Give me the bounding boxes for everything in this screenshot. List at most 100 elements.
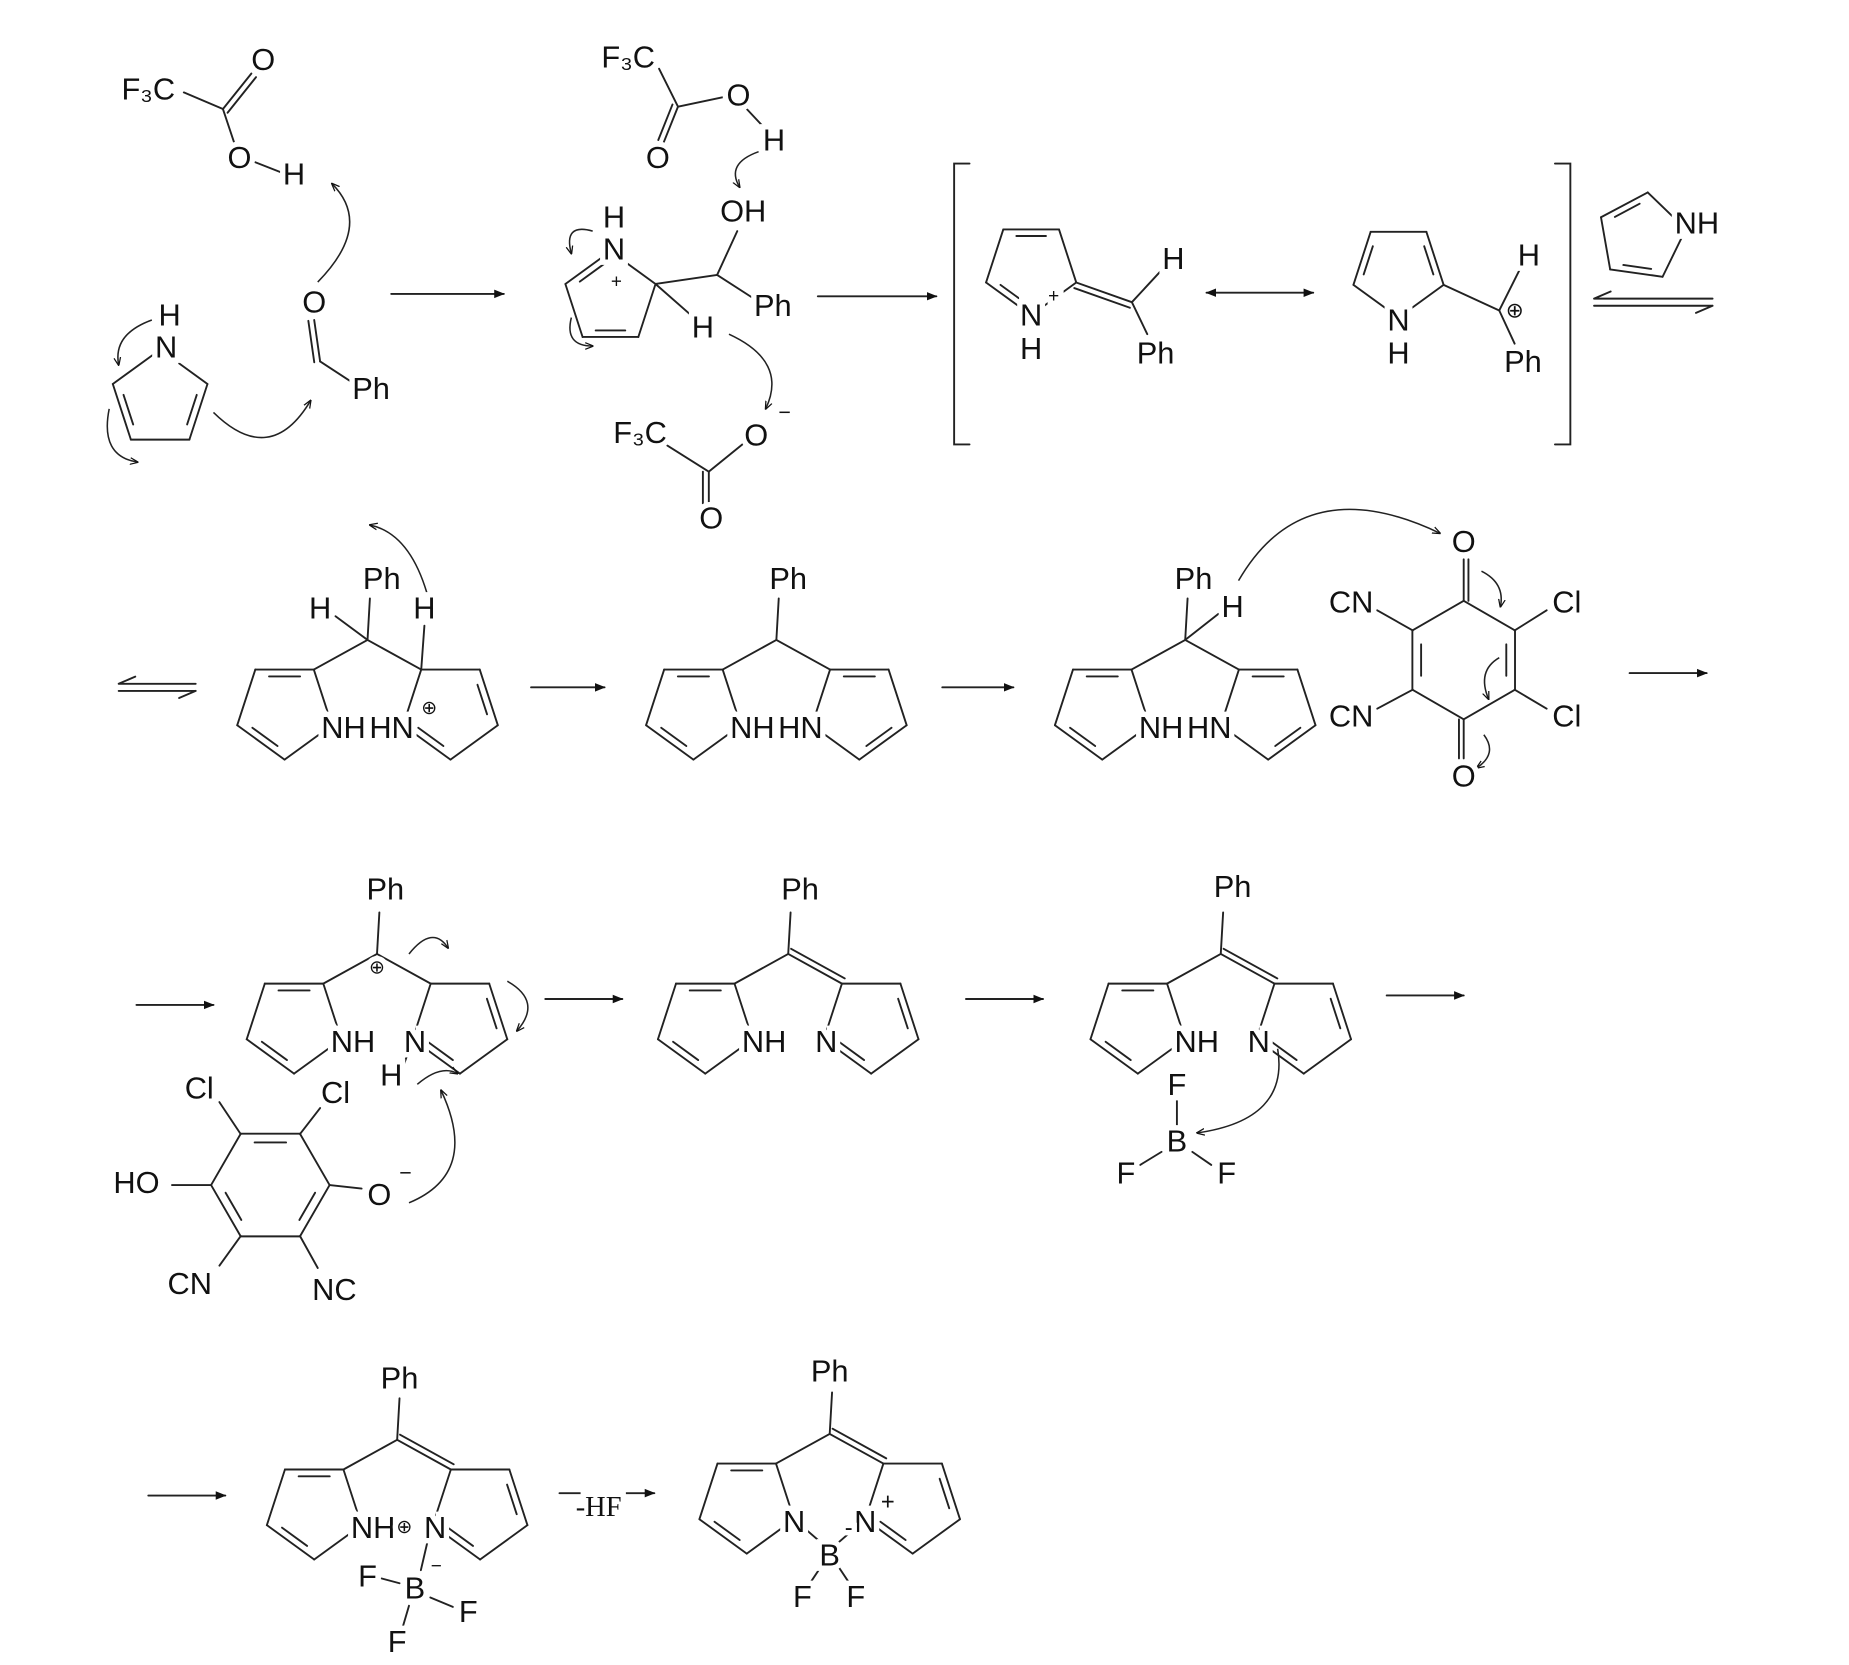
left-bracket [953,162,971,446]
phenyl-bond [396,1397,401,1441]
atom-label: Cl [1552,585,1581,620]
bond [1139,1150,1163,1166]
bond [1191,1150,1213,1166]
ring-bond [265,1468,286,1527]
ring-bond [1462,688,1516,721]
curved-electron-arrow [106,408,137,462]
bond [658,67,679,108]
ring-bond [985,228,1005,284]
atom-label: ⊕ [421,698,437,719]
curved-electron-arrow [1481,570,1501,607]
bond [716,230,739,276]
ring-bond [1255,1038,1305,1075]
atom-label: F [1117,1156,1136,1191]
atom-label: Ph [811,1354,849,1389]
atom-label: O [302,285,326,320]
bridge-bond [322,953,378,985]
atom-label: Ph [366,871,404,906]
ring-double-bond [713,1520,741,1541]
ring-bond [811,668,832,727]
ring-bond [698,1518,748,1555]
ring-double-bond [999,283,1026,304]
ring-double-bond [865,726,893,747]
ring-double-bond [672,1040,700,1062]
curved-electron-arrow [408,936,448,955]
bridge-bond [721,638,778,671]
ring-bond [564,250,612,285]
curved-electron-arrow [570,228,593,253]
bond [299,1107,322,1136]
ring-bond [1101,724,1151,761]
ring-bond [745,1518,796,1555]
ring-bond [1053,724,1104,761]
ring-double-bond [879,1520,907,1541]
double-bond [1075,281,1133,304]
ring-bond [1296,668,1317,727]
atom-label: HN [1187,710,1231,745]
bond [299,1235,319,1269]
atom-label: NH [742,1024,786,1059]
atom-label: F₃C [613,415,667,450]
ring-bond [342,1468,363,1527]
bond [1376,609,1414,632]
bond [745,108,766,129]
atom-label: Ph [1504,344,1542,379]
double-bond [828,1432,885,1465]
ring-bond [459,1038,509,1075]
atom-label: Cl [185,1070,214,1105]
atom-label: N [854,1504,876,1539]
ring-bond [245,982,266,1041]
ring-bond [887,668,908,727]
atom-label: N [815,1024,837,1059]
bond [420,624,426,671]
atom-label: + [611,272,622,293]
ring-double-bond [446,1526,474,1547]
curved-electron-arrow [212,401,310,439]
bond [182,91,224,110]
ring-bond [431,1468,452,1527]
ring-bond [1332,982,1353,1041]
ring-bond [645,724,695,761]
ring-bond [159,348,209,385]
atom-label: H [1221,589,1243,624]
phenyl-bond [1219,911,1225,955]
ring-double-bond [426,1040,454,1062]
ring-bond [1600,191,1649,219]
ring-bond [293,1038,343,1075]
atom-label: N [424,1510,446,1545]
atom-label: O [646,140,670,175]
bond [677,96,724,108]
ring-bond [1058,228,1078,284]
bond [828,1518,867,1551]
ring-bond [411,982,432,1041]
atom-label: O [367,1177,391,1212]
bond [835,1563,850,1583]
ring-bond [733,982,754,1041]
atom-label: ⊕ [396,1517,412,1538]
atom-label: H [158,298,180,333]
atom-label: N [783,1504,805,1539]
ring-bond [1411,599,1465,632]
ring-bond [1609,268,1664,278]
ring-bond [245,1038,295,1075]
curved-electron-arrow [1484,657,1500,699]
ring-bond [1302,1038,1353,1075]
ring-bond [940,1462,961,1521]
ring-double-bond [1274,726,1302,747]
atom-label: NH [321,710,365,745]
atom-label: NH [351,1510,395,1545]
atom-label: H [1387,336,1409,371]
double-bond [831,1427,888,1460]
bridge-bond [733,953,790,985]
bond [1184,612,1220,641]
atom-label: O [726,77,750,112]
equilibrium-arrow-2-forward [117,689,197,699]
atom-label: N [404,1024,426,1059]
atom-label: F [388,1624,407,1659]
bond [793,1518,831,1551]
ring-double-bond [897,997,909,1030]
ring-double-bond [1329,997,1342,1030]
atom-label: CN [1329,698,1373,733]
bond [666,444,710,473]
